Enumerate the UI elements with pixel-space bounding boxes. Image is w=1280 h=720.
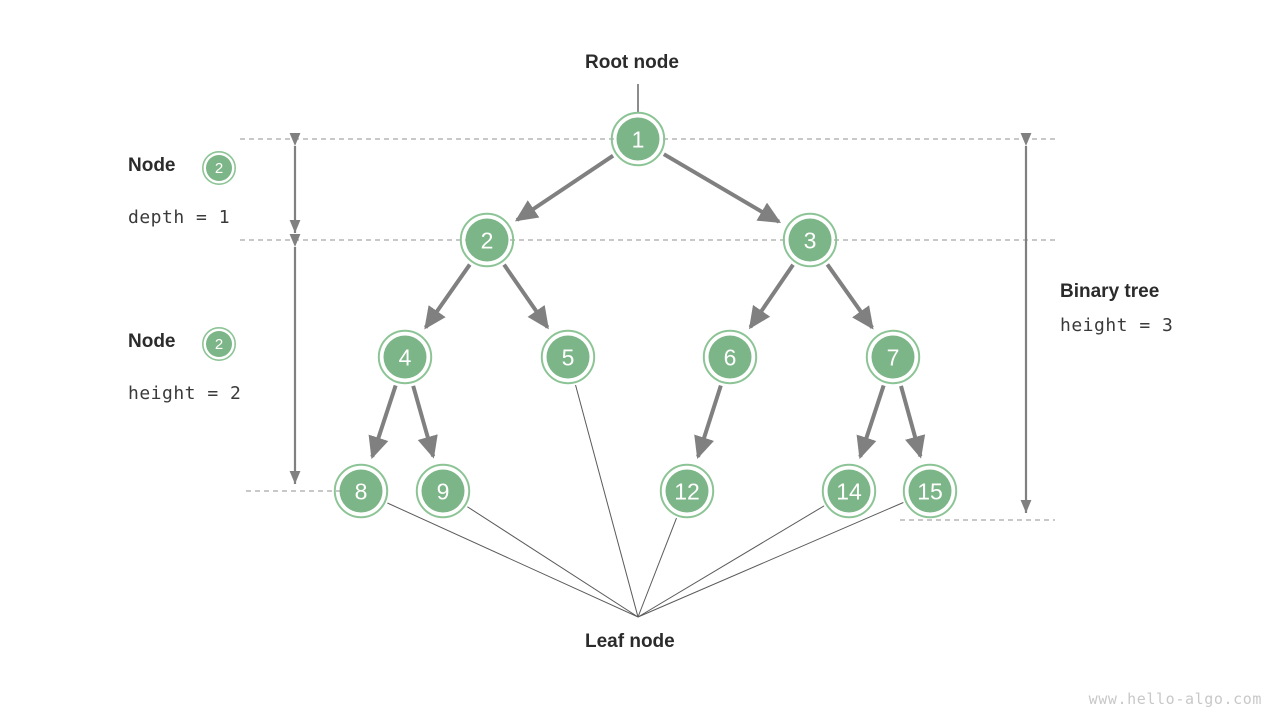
tree-node-ring (377, 329, 433, 385)
annotation-node-height-title: Node (128, 331, 176, 352)
tree-node-ring (610, 111, 666, 167)
tree-edge-n2-n4 (424, 263, 472, 330)
tree-node-value: 14 (836, 479, 862, 505)
tree-node-ring (702, 329, 758, 385)
tree-node-value: 1 (632, 127, 645, 153)
tree-node-disc (788, 218, 832, 262)
tree-node-ring (415, 463, 471, 519)
tree-node-ring (459, 212, 515, 268)
tree-node-disc (708, 335, 752, 379)
tree-node-disc (383, 335, 427, 379)
tree-node-value: 9 (437, 479, 450, 505)
leaf-leader-n9 (467, 506, 639, 618)
leaf-leader-n12 (637, 517, 677, 618)
tree-node-ring (782, 212, 838, 268)
tree-node-3[interactable]: 3 (782, 212, 838, 268)
tree-edge-n1-n3 (662, 152, 782, 224)
tree-node-disc (616, 117, 660, 161)
tree-node-ring (659, 463, 715, 519)
tree-node-value: 12 (674, 479, 700, 505)
tree-node-7[interactable]: 7 (865, 329, 921, 385)
tree-node-value: 15 (917, 479, 943, 505)
tree-node-14[interactable]: 14 (821, 463, 877, 519)
tree-node-value: 2 (481, 228, 494, 254)
tree-edge-n7-n14 (856, 384, 886, 460)
tree-edge-n7-n15 (899, 385, 926, 459)
leaf-leader-lines (387, 384, 904, 618)
tree-node-9[interactable]: 9 (415, 463, 471, 519)
tree-node-value: 8 (355, 479, 368, 505)
tree-node-ring (865, 329, 921, 385)
tree-node-4[interactable]: 4 (377, 329, 433, 385)
annotation-node-height-detail: height = 2 (128, 383, 242, 404)
annotation-node-depth-chip-value: 2 (215, 160, 223, 177)
tree-node-6[interactable]: 6 (702, 329, 758, 385)
annotation-node-height-chip-value: 2 (215, 336, 223, 353)
root-node-label: Root node (585, 52, 679, 73)
annotation-tree-height-title: Binary tree (1060, 281, 1160, 302)
guide-lines (240, 138, 1055, 521)
tree-node-disc (827, 469, 871, 513)
tree-node-value: 3 (804, 228, 817, 254)
annotation-node-depth-detail: depth = 1 (128, 207, 231, 228)
tree-node-12[interactable]: 12 (659, 463, 715, 519)
tree-node-value: 6 (724, 345, 737, 371)
tree-node-2[interactable]: 2 (459, 212, 515, 268)
tree-node-disc (871, 335, 915, 379)
tree-node-ring (821, 463, 877, 519)
leaf-leader-n15 (637, 502, 904, 618)
tree-node-disc (421, 469, 465, 513)
tree-node-15[interactable]: 15 (902, 463, 958, 519)
tree-edge-n4-n8 (368, 384, 398, 460)
tree-node-disc (908, 469, 952, 513)
tree-edge-n3-n7 (825, 263, 874, 330)
tree-edge-n1-n2 (514, 154, 615, 222)
tree-edge-n2-n5 (502, 263, 550, 330)
measure-arrows (289, 132, 1032, 513)
tree-node-ring (902, 463, 958, 519)
tree-node-value: 4 (399, 345, 412, 371)
leaf-node-label: Leaf node (585, 631, 675, 652)
tree-node-ring (540, 329, 596, 385)
tree-node-disc (465, 218, 509, 262)
tree-edge-n3-n6 (748, 263, 795, 330)
tree-edge-n4-n9 (411, 385, 438, 459)
annotation-node-height-chip: 2 (202, 327, 236, 361)
leaf-leader-n8 (387, 502, 639, 618)
tree-node-disc (546, 335, 590, 379)
annotation-node-depth-chip: 2 (202, 151, 236, 185)
site-watermark: www.hello-algo.com (1088, 690, 1262, 708)
tree-node-1[interactable]: 1 (610, 111, 666, 167)
tree-node-value: 5 (562, 345, 575, 371)
tree-node-disc (665, 469, 709, 513)
tree-node-8[interactable]: 8 (333, 463, 389, 519)
annotation-tree-height-detail: height = 3 (1060, 315, 1174, 336)
leaf-leader-n5 (575, 384, 639, 618)
tree-node-ring (333, 463, 389, 519)
leaf-leader-n14 (637, 505, 825, 618)
tree-edge-n6-n12 (694, 384, 723, 460)
annotation-node-depth-title: Node (128, 155, 176, 176)
tree-node-value: 7 (887, 345, 900, 371)
tree-edges (368, 152, 926, 460)
tree-node-disc (339, 469, 383, 513)
tree-node-5[interactable]: 5 (540, 329, 596, 385)
